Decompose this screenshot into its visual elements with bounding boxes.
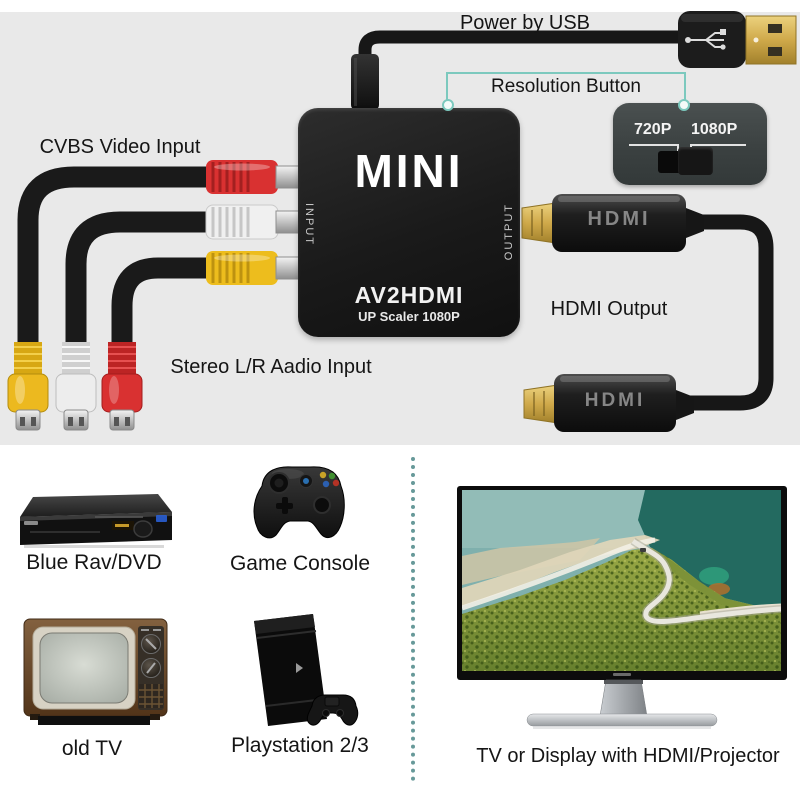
power-label: Power by USB bbox=[459, 12, 591, 34]
rca-plug-white bbox=[205, 204, 303, 240]
dvd-player-icon bbox=[20, 494, 172, 548]
hdmi-plug-bottom bbox=[523, 374, 694, 432]
source-label-game-console: Game Console bbox=[229, 552, 371, 575]
switch-option-1080p: 1080P bbox=[691, 121, 738, 138]
switch-option-720p: 720P bbox=[634, 121, 672, 138]
underline-720p bbox=[629, 144, 679, 146]
resolution-bracket: Resolution Button bbox=[442, 72, 690, 111]
model-text: AV2HDMI bbox=[354, 282, 464, 308]
playstation-icon bbox=[254, 614, 359, 726]
monitor-base bbox=[526, 713, 718, 727]
micro-usb-plug bbox=[351, 54, 379, 110]
resolution-switch-panel: 720P 1080P bbox=[613, 103, 767, 185]
hdmi-plug-bottom-text: HDMI bbox=[584, 390, 646, 411]
rca-jack-yellow bbox=[7, 342, 49, 431]
monitor-screen bbox=[462, 490, 781, 671]
audio-label: Stereo L/R Aadio Input bbox=[170, 356, 372, 378]
hdmi-output-label: HDMI Output bbox=[550, 298, 668, 320]
hdmi-cable bbox=[674, 214, 774, 411]
monitor-logo bbox=[613, 673, 631, 676]
hdmi-plug-top-text: HDMI bbox=[587, 208, 651, 230]
switch-knob bbox=[678, 147, 713, 175]
cvbs-label: CVBS Video Input bbox=[39, 136, 201, 158]
bracket-dot-right bbox=[678, 99, 690, 111]
source-label-old-tv: old TV bbox=[61, 737, 123, 760]
rca-jack-red bbox=[101, 342, 143, 431]
bracket-dot-left bbox=[442, 99, 454, 111]
input-port-label: INPUT bbox=[303, 203, 315, 246]
underline-1080p bbox=[690, 144, 746, 146]
gamepad-icon bbox=[253, 466, 345, 539]
crt-tv-icon bbox=[23, 618, 168, 725]
av-cable-2 bbox=[65, 211, 221, 357]
forest bbox=[462, 548, 781, 671]
usb-power-cable bbox=[358, 30, 691, 71]
monitor-icon bbox=[457, 486, 787, 729]
hdmi-plug-top bbox=[521, 194, 704, 252]
output-port-label: OUTPUT bbox=[503, 203, 515, 261]
rca-jack-white bbox=[55, 342, 97, 431]
display-label: TV or Display with HDMI/Projector bbox=[476, 745, 780, 767]
section-divider bbox=[411, 457, 415, 781]
monitor-stand bbox=[599, 679, 648, 717]
rca-plug-red bbox=[206, 160, 303, 194]
cables bbox=[17, 30, 774, 411]
rca-plug-yellow bbox=[206, 251, 303, 285]
av-cable-3 bbox=[111, 257, 221, 357]
scaler-text: UP Scaler 1080P bbox=[358, 309, 460, 324]
source-label-dvd: Blue Rav/DVD bbox=[26, 551, 162, 574]
av-cable-1 bbox=[17, 166, 221, 357]
brand-text: MINI bbox=[354, 145, 464, 197]
usb-plug-icon bbox=[678, 11, 797, 68]
switch-knob-slot bbox=[658, 151, 681, 173]
mini-converter: MINI INPUT OUTPUT AV2HDMI UP Scaler 1080… bbox=[298, 108, 520, 337]
source-label-playstation: Playstation 2/3 bbox=[231, 734, 369, 757]
usb-trident-icon bbox=[690, 32, 724, 48]
resolution-label: Resolution Button bbox=[491, 76, 641, 97]
